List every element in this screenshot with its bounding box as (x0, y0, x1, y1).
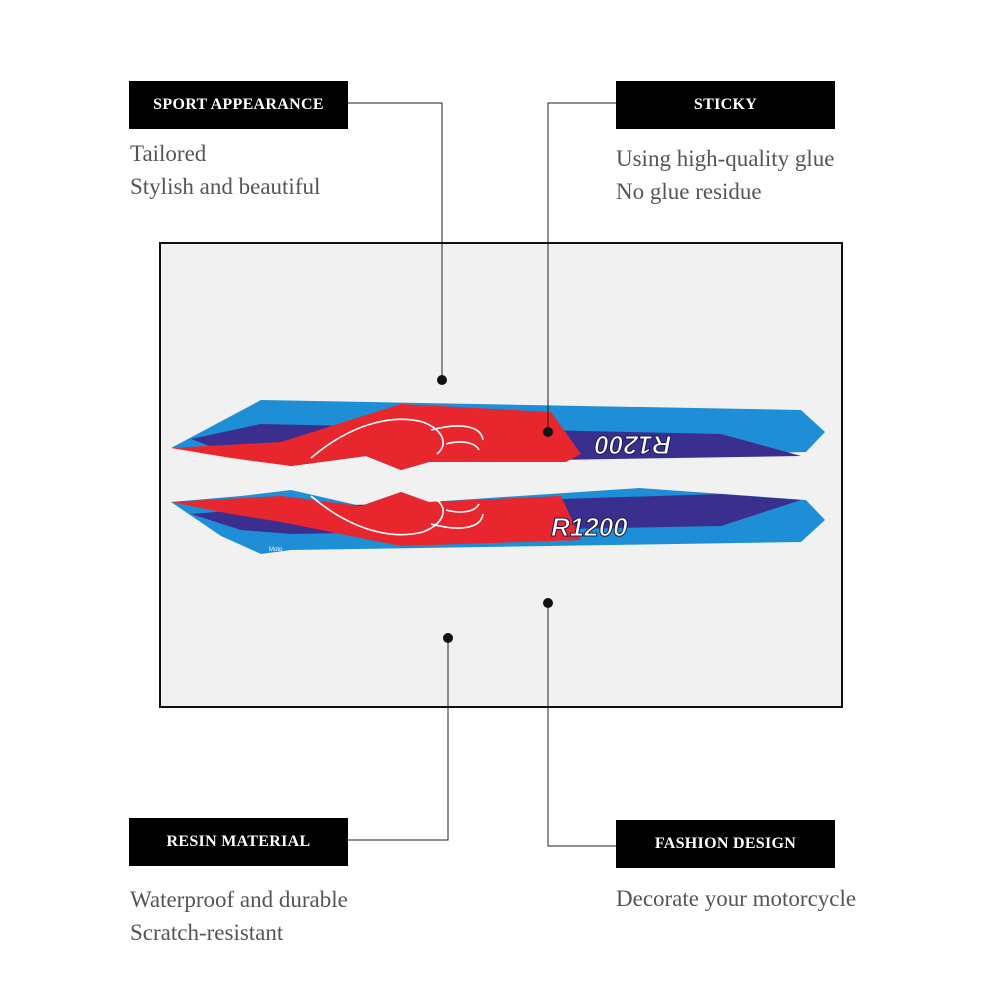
sport-appearance-line-1: Tailored (130, 141, 207, 166)
sticky-dot (543, 427, 553, 437)
fashion-design-dot (543, 598, 553, 608)
sticky-description: Using high-quality glue No glue residue (616, 142, 834, 208)
top-strip-red-stripe (171, 404, 581, 470)
bottom-strip-model-text: R1200 (551, 512, 628, 542)
fashion-design-leader (547, 603, 616, 847)
bottom-sticker-strip: R1200 Moto (171, 488, 825, 554)
resin-material-title: RESIN MATERIAL (166, 833, 311, 850)
resin-material-leader (348, 638, 449, 841)
sport-appearance-title: SPORT APPEARANCE (153, 96, 324, 113)
sport-appearance-description: Tailored Stylish and beautiful (130, 137, 320, 203)
resin-material-dot (443, 633, 453, 643)
bottom-strip-outline-art (310, 495, 484, 536)
fashion-design-line-1: Decorate your motorcycle (616, 886, 857, 911)
sticky-leader (547, 102, 616, 432)
resin-material-line-2: Scratch-resistant (130, 920, 284, 945)
bottom-strip-small-logo: Moto (269, 547, 283, 553)
top-strip-model-text: R1200 (594, 430, 671, 460)
fashion-design-description: Decorate your motorcycle (616, 882, 856, 915)
top-sticker-strip: R1200 (171, 400, 825, 470)
sport-appearance-line-2: Stylish and beautiful (130, 174, 321, 199)
sticky-line-2: No glue residue (616, 179, 762, 204)
sticky-tag: STICKY (616, 81, 835, 129)
fashion-design-tag: FASHION DESIGN (616, 820, 835, 868)
sticky-line-1: Using high-quality glue (616, 146, 835, 171)
product-image-panel: R1200 R1200 Moto (159, 242, 843, 708)
sticker-graphic: R1200 R1200 Moto (171, 400, 825, 554)
sticky-title: STICKY (693, 96, 758, 113)
resin-material-description: Waterproof and durable Scratch-resistant (130, 883, 348, 949)
top-strip-outline-art (310, 418, 484, 459)
fashion-design-title: FASHION DESIGN (654, 835, 797, 852)
resin-material-line-1: Waterproof and durable (130, 887, 348, 912)
sport-appearance-tag: SPORT APPEARANCE (129, 81, 348, 129)
resin-material-tag: RESIN MATERIAL (129, 818, 348, 866)
sport-appearance-dot (437, 375, 447, 385)
sport-appearance-leader (348, 102, 443, 380)
